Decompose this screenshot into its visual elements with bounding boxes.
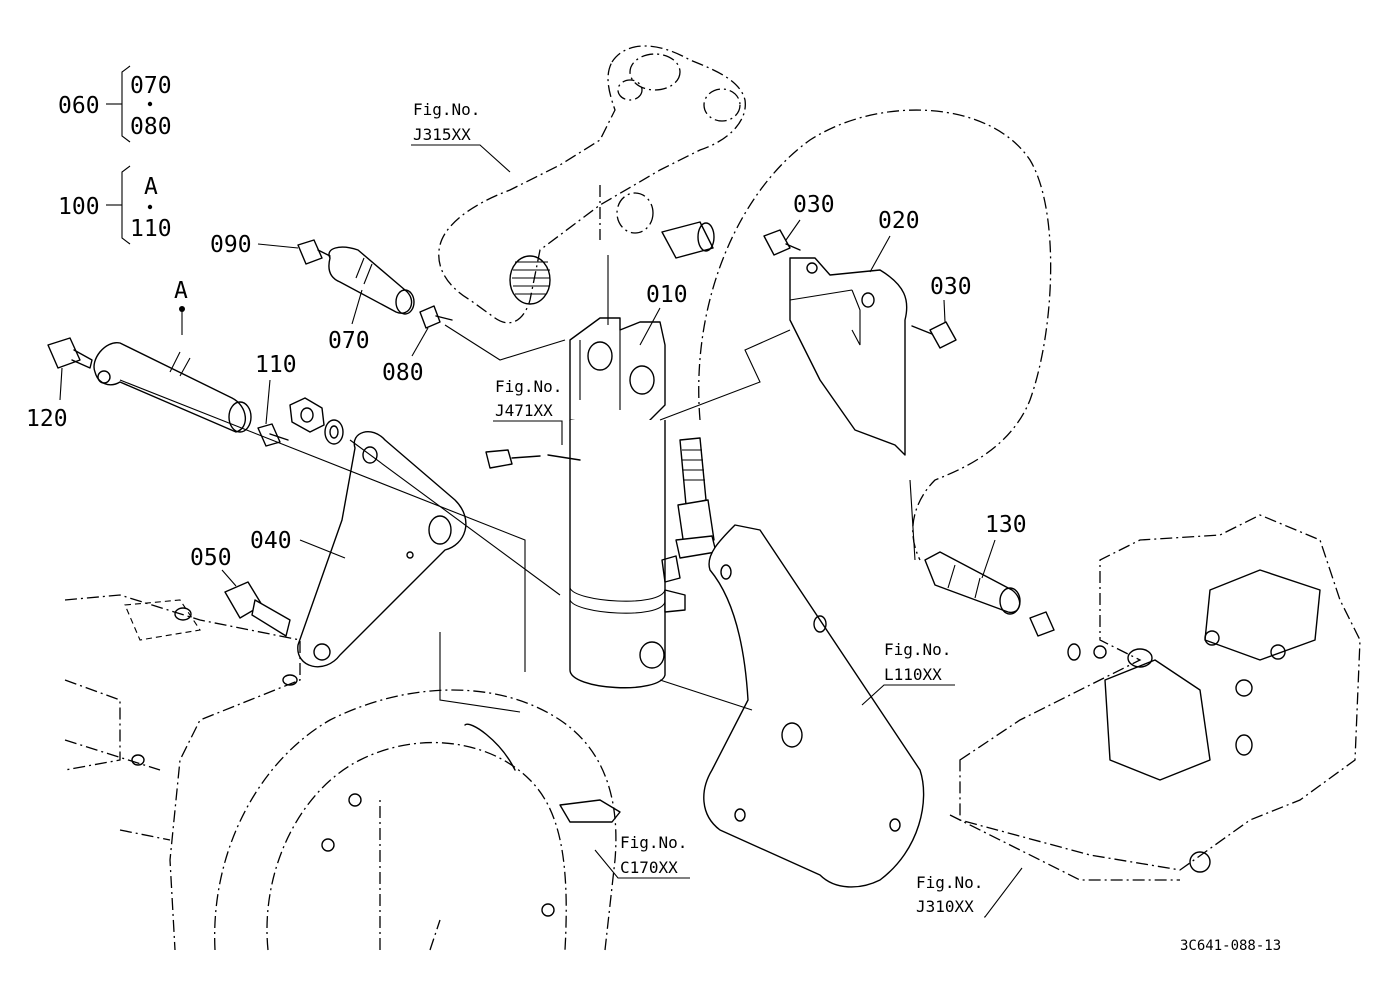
label-a: A [174, 278, 188, 304]
hydraulic-hose-phantom [698, 109, 1052, 561]
fig-ref-j310xx: Fig.No. J310XX [916, 867, 1023, 918]
bolt-030-right [911, 321, 957, 349]
legend-060-member-2: 080 [130, 114, 172, 140]
lift-cylinder [485, 317, 686, 689]
fig-ref-c170xx: Fig.No. C170XX [594, 833, 690, 879]
fig-ref-j471xx: Fig.No. J471XX [493, 377, 563, 445]
quick-coupler-130 [924, 551, 1081, 661]
legend-group-060: 060 070 080 [58, 65, 172, 143]
hose-fitting [675, 437, 717, 559]
mounting-plate [703, 524, 925, 888]
legend-group-100: 100 A 110 [58, 165, 172, 245]
fig-ref-l110xx-code: L110XX [884, 665, 942, 684]
transmission-case-phantom [64, 594, 301, 951]
grease-fitting-110 [257, 423, 289, 447]
bolt-030-left [763, 229, 801, 256]
label-010: 010 [646, 282, 688, 308]
fig-ref-j471xx-code: J471XX [495, 401, 553, 420]
legend-060-number: 060 [58, 93, 100, 119]
label-110: 110 [255, 352, 297, 378]
bracket-040 [297, 431, 467, 668]
fig-ref-j315xx: Fig.No. J315XX [411, 100, 511, 173]
pin-a [93, 306, 252, 433]
grease-fitting-080 [419, 305, 453, 329]
label-040: 040 [250, 528, 292, 554]
drawing-number: 3C641-088-13 [1180, 938, 1281, 954]
label-120: 120 [26, 406, 68, 432]
legend-060-member-1: 070 [130, 73, 172, 99]
label-070: 070 [328, 328, 370, 354]
fig-ref-j310xx-caption: Fig.No. [916, 873, 983, 892]
hydraulic-housing [949, 514, 1361, 881]
label-090: 090 [210, 232, 252, 258]
fig-ref-l110xx-caption: Fig.No. [884, 640, 951, 659]
fig-ref-j315xx-caption: Fig.No. [413, 100, 480, 119]
bolt-090 [297, 239, 331, 265]
fig-ref-l110xx: Fig.No. L110XX [861, 640, 955, 706]
nut-and-washer [289, 397, 344, 445]
lift-arm-phantom [438, 45, 746, 324]
flywheel-housing-phantom [214, 689, 621, 951]
fig-ref-j315xx-code: J315XX [413, 125, 471, 144]
label-050: 050 [190, 545, 232, 571]
part-labels: 010 020 030 030 040 050 070 080 090 110 … [26, 192, 1027, 587]
label-130: 130 [985, 512, 1027, 538]
bolt-050 [224, 581, 291, 637]
fig-ref-j471xx-caption: Fig.No. [495, 377, 562, 396]
legend-100-member-1: A [144, 174, 158, 200]
fig-ref-c170xx-caption: Fig.No. [620, 833, 687, 852]
centerlines [119, 255, 916, 713]
fig-ref-c170xx-code: C170XX [620, 858, 678, 877]
pin-070 [328, 246, 415, 315]
fig-ref-j310xx-code: J310XX [916, 897, 974, 916]
legend-100-member-2: 110 [130, 216, 172, 242]
label-080: 080 [382, 360, 424, 386]
legend-100-number: 100 [58, 194, 100, 220]
bolt-120 [47, 337, 93, 369]
label-020: 020 [878, 208, 920, 234]
label-030-left: 030 [793, 192, 835, 218]
bracket-020 [789, 257, 908, 456]
label-030-right: 030 [930, 274, 972, 300]
